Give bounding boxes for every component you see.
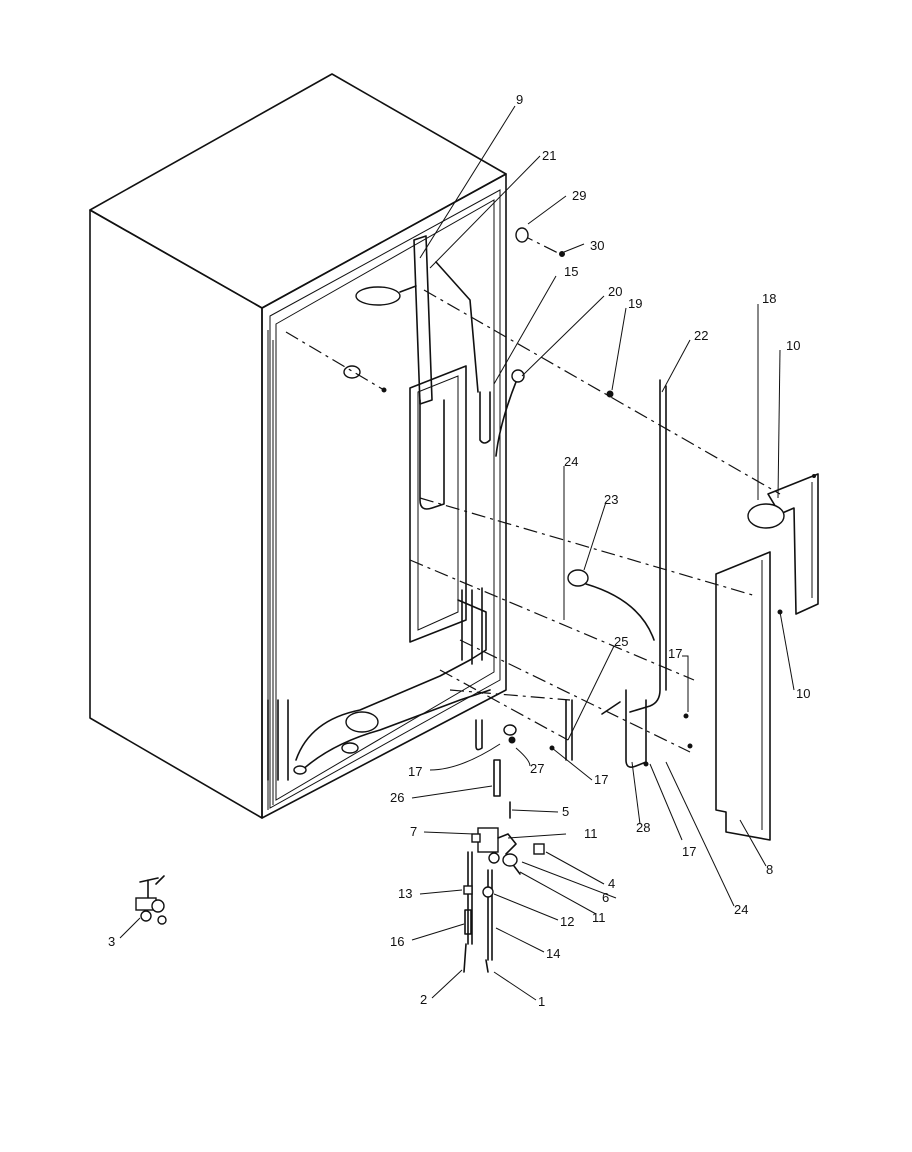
- callout-11-upper: 11: [584, 826, 598, 841]
- callout-7: 7: [410, 824, 417, 839]
- loose-parts: [475, 227, 693, 819]
- back-panel-upper: [747, 473, 819, 615]
- callout-9: 9: [516, 92, 523, 107]
- callout-21: 21: [542, 148, 556, 163]
- callout-3: 3: [108, 934, 115, 949]
- leader-lines: [119, 105, 795, 1001]
- callout-17-lower: 17: [682, 844, 696, 859]
- callout-11-lower: 11: [592, 910, 606, 925]
- callout-6: 6: [602, 890, 609, 905]
- callout-4: 4: [608, 876, 615, 891]
- back-panel-lower: [715, 551, 771, 841]
- callout-29: 29: [572, 188, 586, 203]
- refrigerator-cabinet: [89, 73, 507, 819]
- callout-23: 23: [604, 492, 618, 507]
- callout-17-left: 17: [408, 764, 422, 779]
- callout-27: 27: [530, 761, 544, 776]
- explode-lines: [285, 233, 781, 753]
- callout-24-lower: 24: [734, 902, 748, 917]
- callout-19: 19: [628, 296, 642, 311]
- callout-14: 14: [546, 946, 560, 961]
- callout-22: 22: [694, 328, 708, 343]
- callout-28: 28: [636, 820, 650, 835]
- callout-labels: 9 21 29 30 15 20 19 22 18 10 24 23 10 25…: [108, 92, 810, 1009]
- callout-17-right: 17: [668, 646, 682, 661]
- callout-10-lower: 10: [796, 686, 810, 701]
- callout-25: 25: [614, 634, 628, 649]
- callout-13: 13: [398, 886, 412, 901]
- callout-12: 12: [560, 914, 574, 929]
- callout-8: 8: [766, 862, 773, 877]
- callout-2: 2: [420, 992, 427, 1007]
- callout-18: 18: [762, 291, 776, 306]
- callout-17-mid: 17: [594, 772, 608, 787]
- callout-1: 1: [538, 994, 545, 1009]
- water-valve-assembly: [463, 827, 545, 973]
- callout-5: 5: [562, 804, 569, 819]
- callout-20: 20: [608, 284, 622, 299]
- fitting-3: [135, 875, 167, 925]
- callout-10-upper: 10: [786, 338, 800, 353]
- callout-30: 30: [590, 238, 604, 253]
- callout-26: 26: [390, 790, 404, 805]
- callout-15: 15: [564, 264, 578, 279]
- callout-16: 16: [390, 934, 404, 949]
- callout-24-upper: 24: [564, 454, 578, 469]
- evaporator-assembly: [267, 235, 491, 781]
